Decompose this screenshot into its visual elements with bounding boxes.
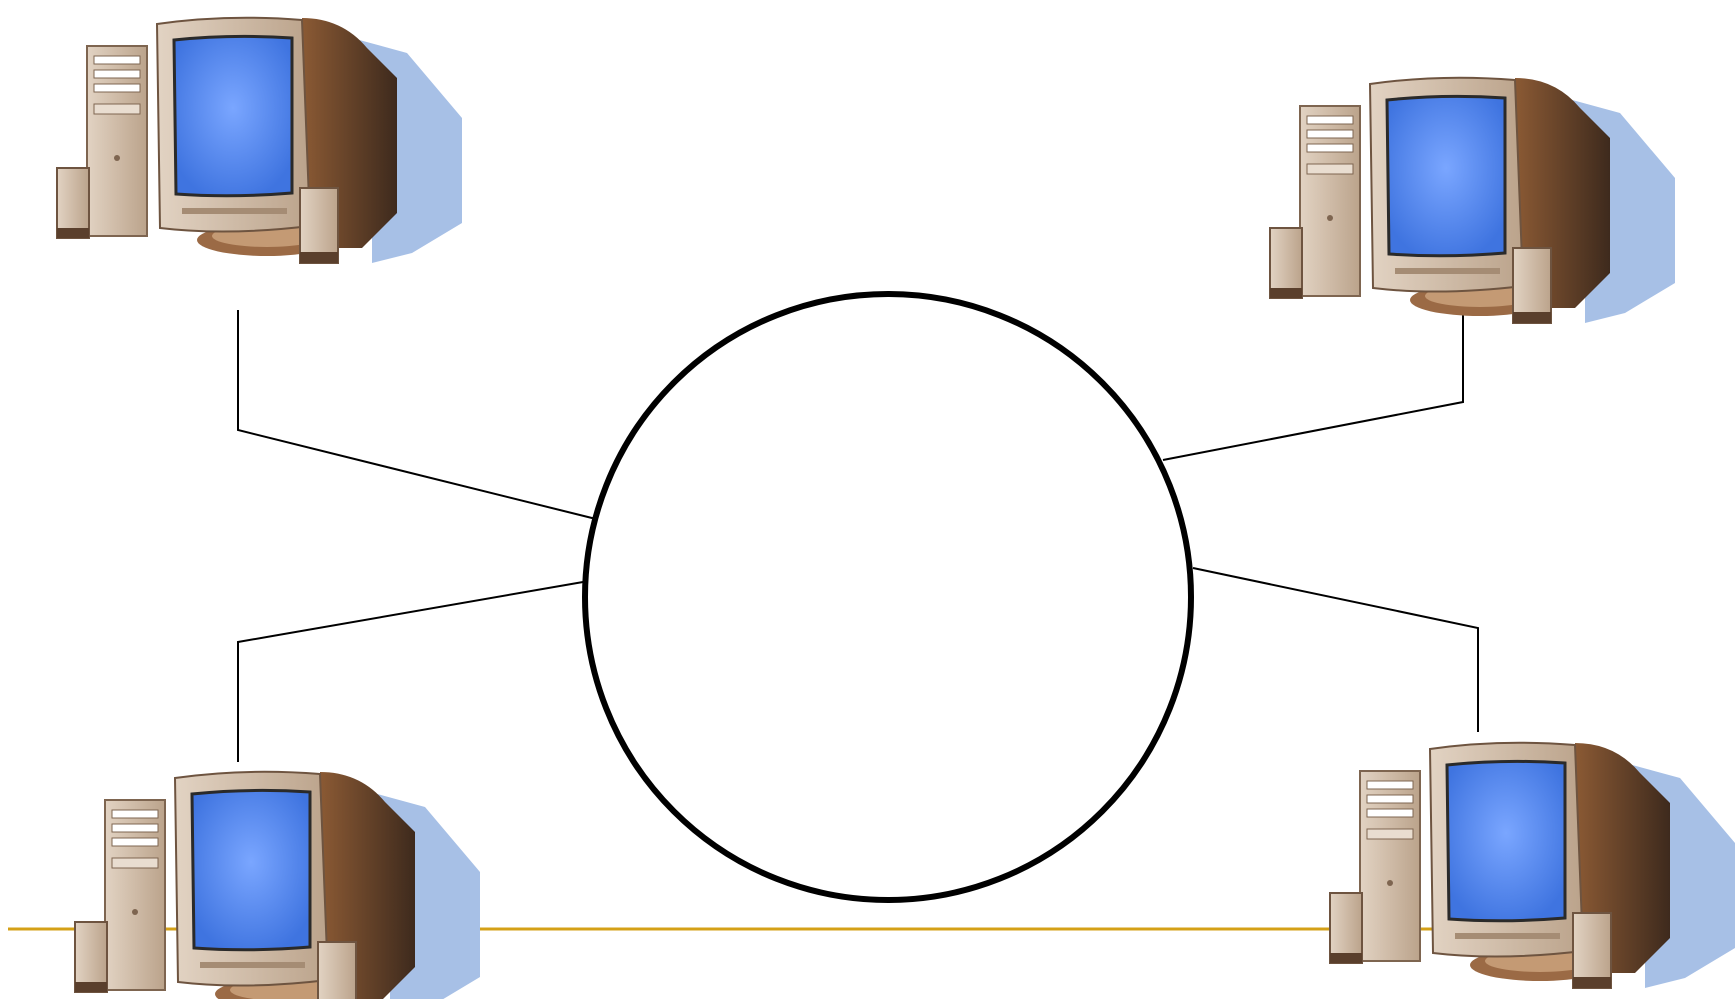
link-top-right [1162,293,1464,461]
hub-ring [582,291,1194,903]
computer-bottom-right-icon [1328,741,1735,990]
link-top-left [237,310,601,521]
link-bottom-right [1192,567,1479,732]
computer-top-left-icon [55,16,464,265]
computer-top-right-icon [1268,76,1677,325]
link-bottom-left [237,581,584,762]
computer-bottom-left-icon [73,770,482,999]
